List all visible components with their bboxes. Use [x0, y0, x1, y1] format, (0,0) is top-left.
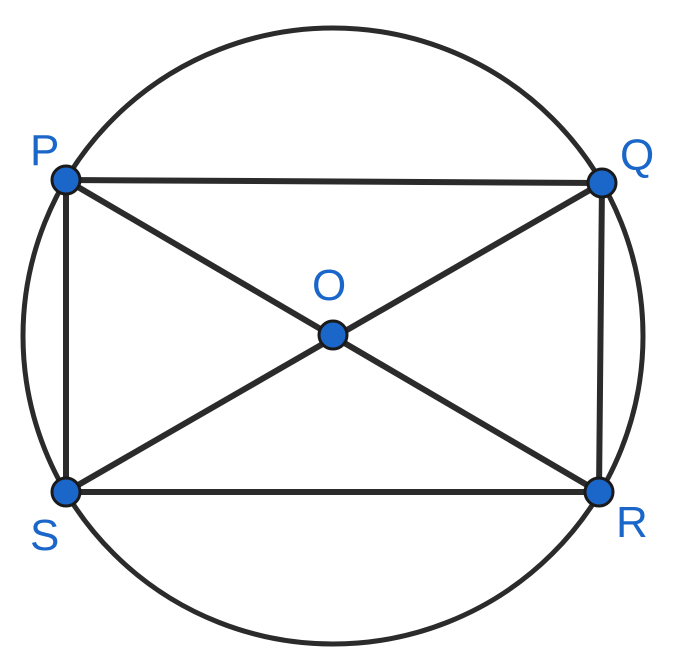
label-r: R: [616, 498, 648, 547]
side-pq: [63, 177, 605, 186]
label-q: Q: [620, 131, 654, 180]
point-o: [317, 319, 349, 351]
point-s: [50, 476, 82, 508]
label-o: O: [312, 261, 346, 310]
label-p: P: [30, 126, 59, 175]
circumcircle: [20, 25, 646, 647]
point-q: [586, 167, 618, 199]
label-s: S: [30, 511, 59, 560]
point-p: [50, 164, 82, 196]
side-qr: [596, 180, 605, 495]
point-r: [583, 476, 615, 508]
